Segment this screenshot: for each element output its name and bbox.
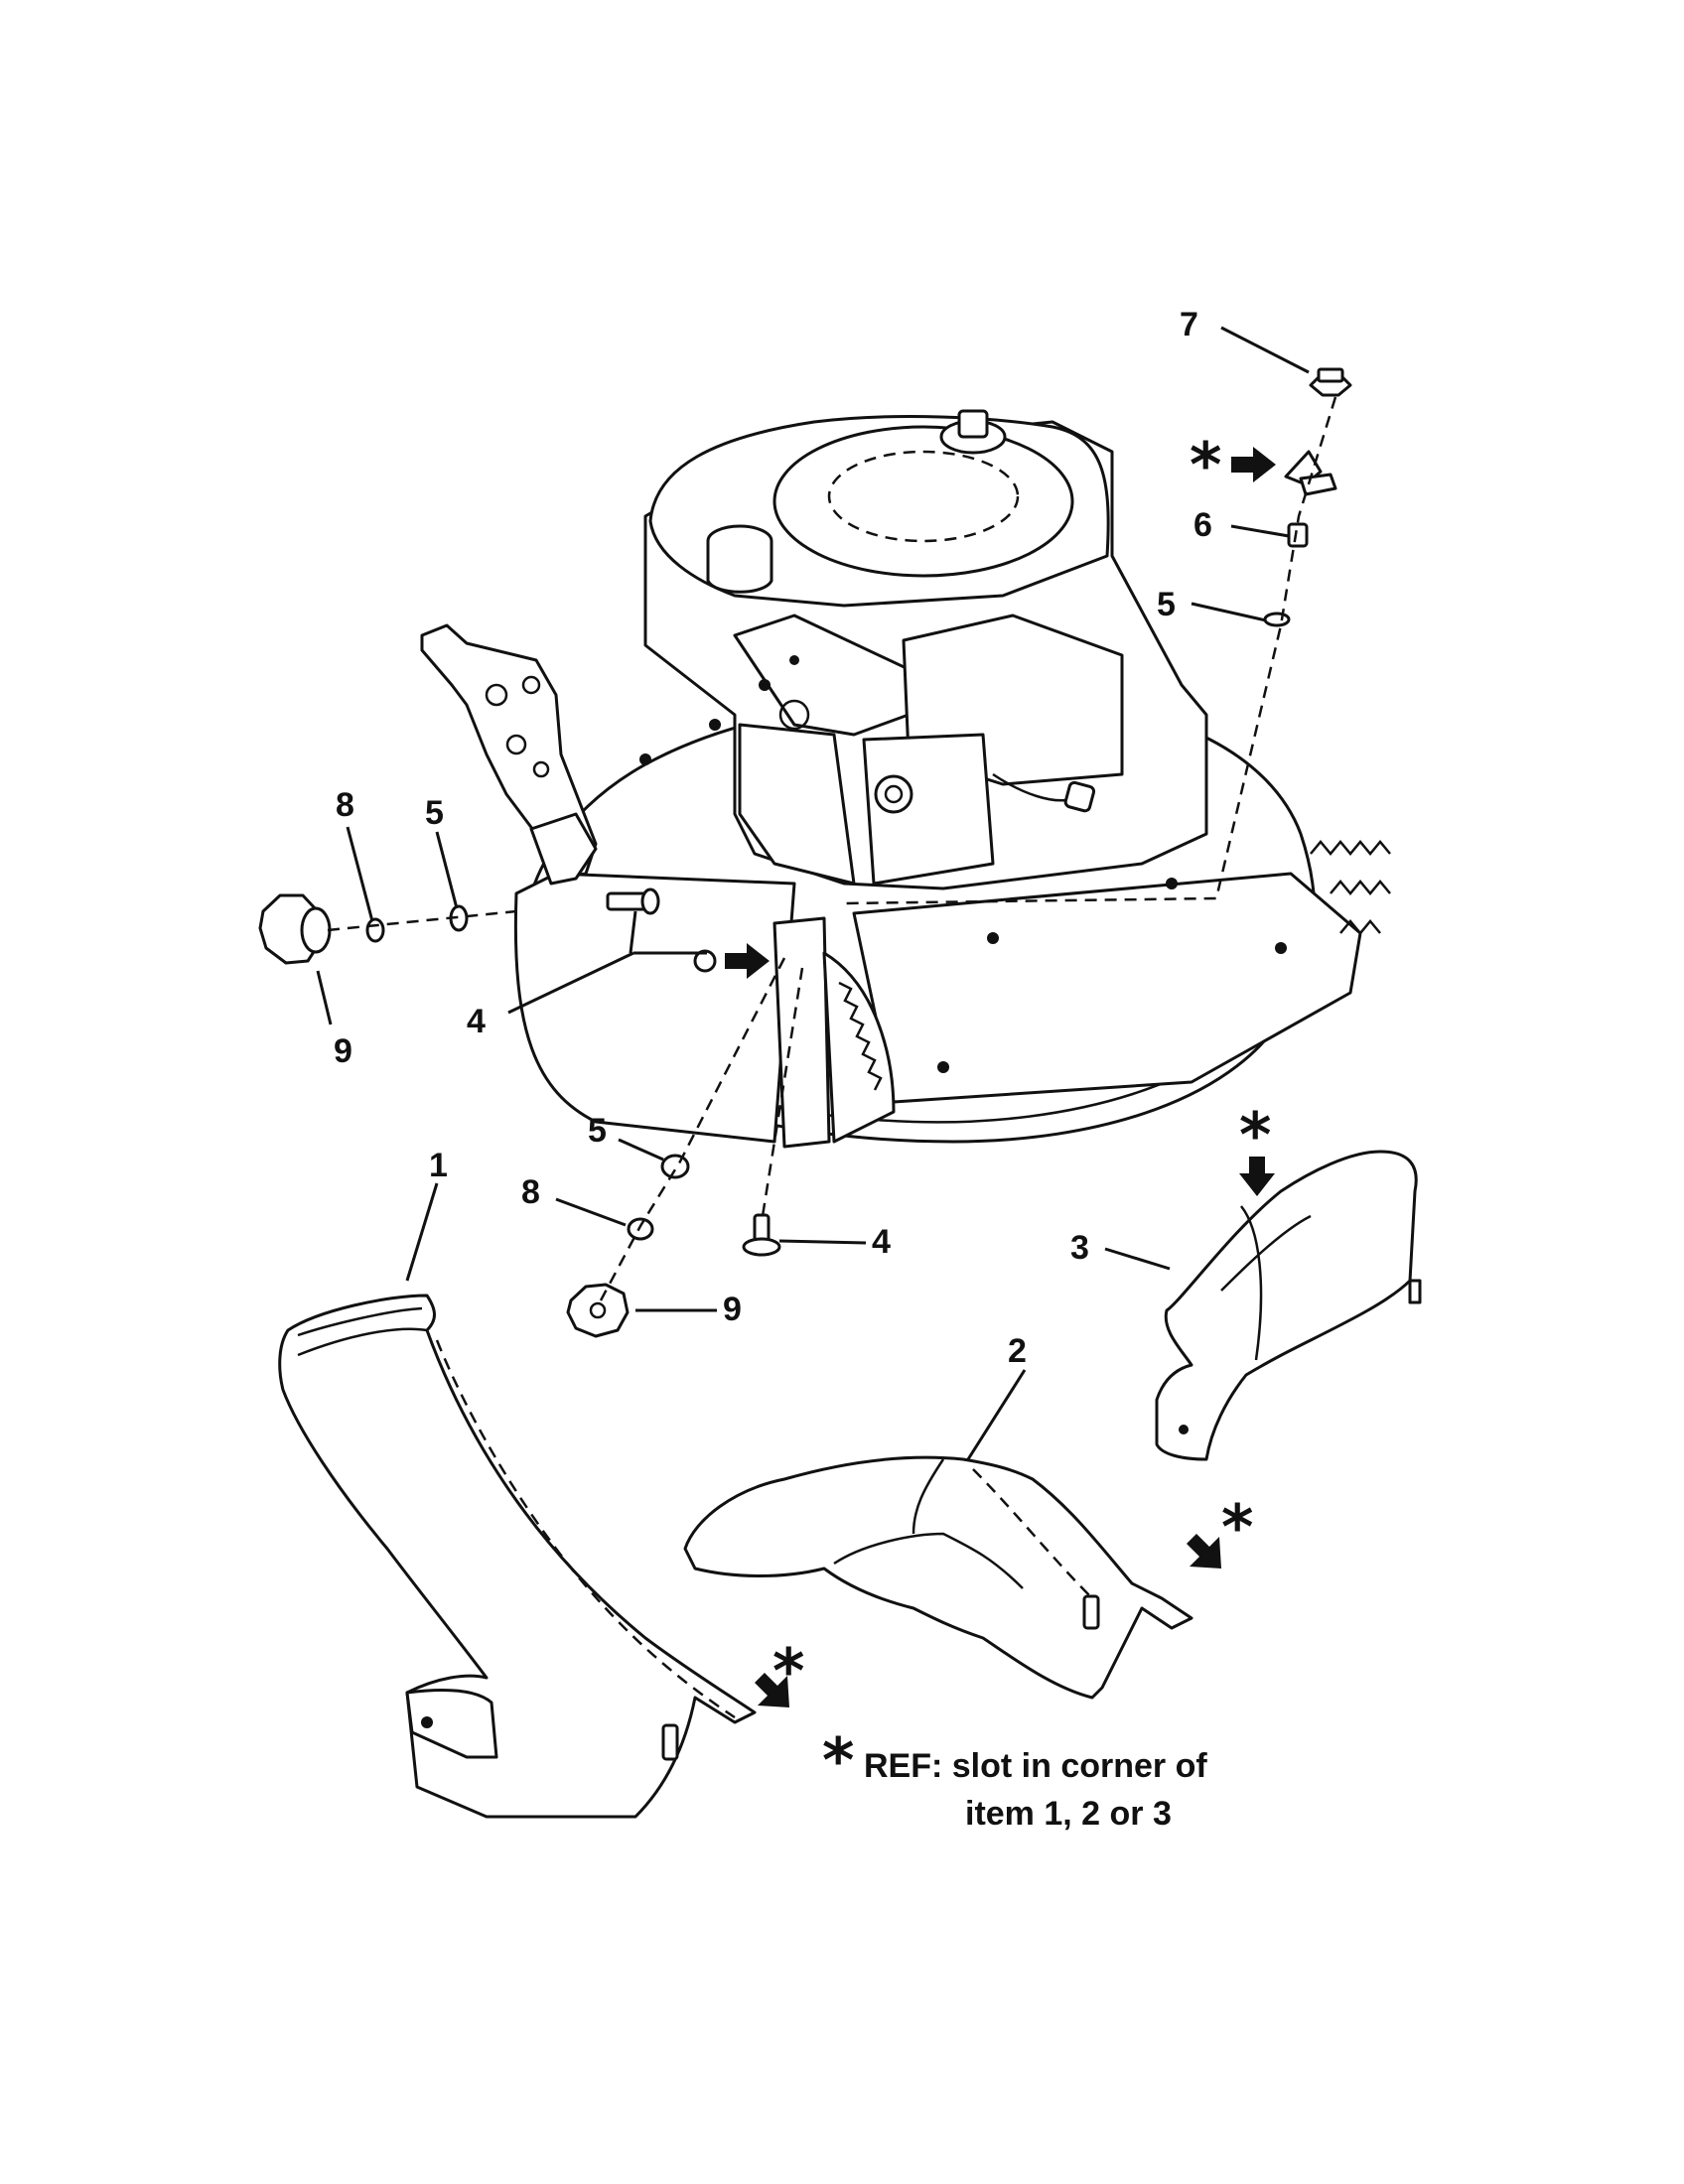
knob-item-9-left <box>258 893 332 965</box>
callout-3: 3 <box>1070 1229 1089 1267</box>
note-star: * <box>822 1724 854 1797</box>
chute-item-3 <box>1155 1150 1422 1461</box>
leader-lines <box>316 326 1310 1460</box>
bolt-item-4-upper <box>606 887 660 915</box>
callout-9-left: 9 <box>334 1032 352 1070</box>
chute-item-1 <box>278 1294 757 1819</box>
slotted-clip-ref <box>1284 450 1337 496</box>
svg-text:*: * <box>772 1635 804 1707</box>
svg-text:*: * <box>1190 429 1221 501</box>
callout-numbers: 7 6 5 8 5 9 4 5 8 4 9 1 2 3 <box>334 306 1212 1370</box>
callout-4-lower: 4 <box>872 1223 891 1261</box>
callout-5-left: 5 <box>425 794 444 832</box>
callout-1: 1 <box>429 1147 448 1184</box>
handle-bracket <box>420 623 598 886</box>
assembly-line-left <box>327 909 517 932</box>
callout-8-left: 8 <box>336 786 354 824</box>
ref-marker-engine: * <box>1190 429 1276 501</box>
washer-item-5-lower <box>660 1154 690 1179</box>
chute-item-2 <box>683 1455 1193 1700</box>
reference-note: * REF: slot in corner of item 1, 2 or 3 <box>822 1724 1207 1833</box>
callout-7: 7 <box>1180 306 1198 343</box>
assembly-line-right <box>843 396 1337 905</box>
spacer-item-6 <box>1287 522 1309 548</box>
nut-item-7 <box>1309 367 1352 397</box>
assembly-line-bolt <box>761 967 804 1217</box>
ref-marker-deck <box>725 943 770 979</box>
engine <box>643 409 1208 890</box>
assembly-line-lower <box>599 957 786 1301</box>
callout-5-right: 5 <box>1157 586 1176 623</box>
callout-6: 6 <box>1193 506 1212 544</box>
callout-2: 2 <box>1008 1332 1027 1370</box>
knob-item-9-lower <box>566 1283 630 1338</box>
callout-4-upper: 4 <box>467 1003 486 1040</box>
callout-9-lower: 9 <box>723 1291 742 1328</box>
svg-text:*: * <box>1221 1491 1253 1564</box>
callout-5-lower: 5 <box>588 1112 607 1150</box>
nut-center <box>693 949 717 973</box>
washer-item-5-right <box>1263 612 1291 627</box>
ref-marker-item-1: * <box>755 1635 804 1707</box>
ref-marker-item-3: * <box>1239 1099 1275 1196</box>
washer-item-8-lower <box>627 1217 654 1241</box>
note-line-1: REF: slot in corner of <box>864 1747 1207 1785</box>
callout-8-lower: 8 <box>521 1173 540 1211</box>
note-line-2: item 1, 2 or 3 <box>965 1795 1172 1833</box>
ref-marker-item-2: * <box>1187 1491 1253 1569</box>
bolt-item-4-lower <box>742 1213 781 1257</box>
washer-item-8-left <box>365 917 385 943</box>
